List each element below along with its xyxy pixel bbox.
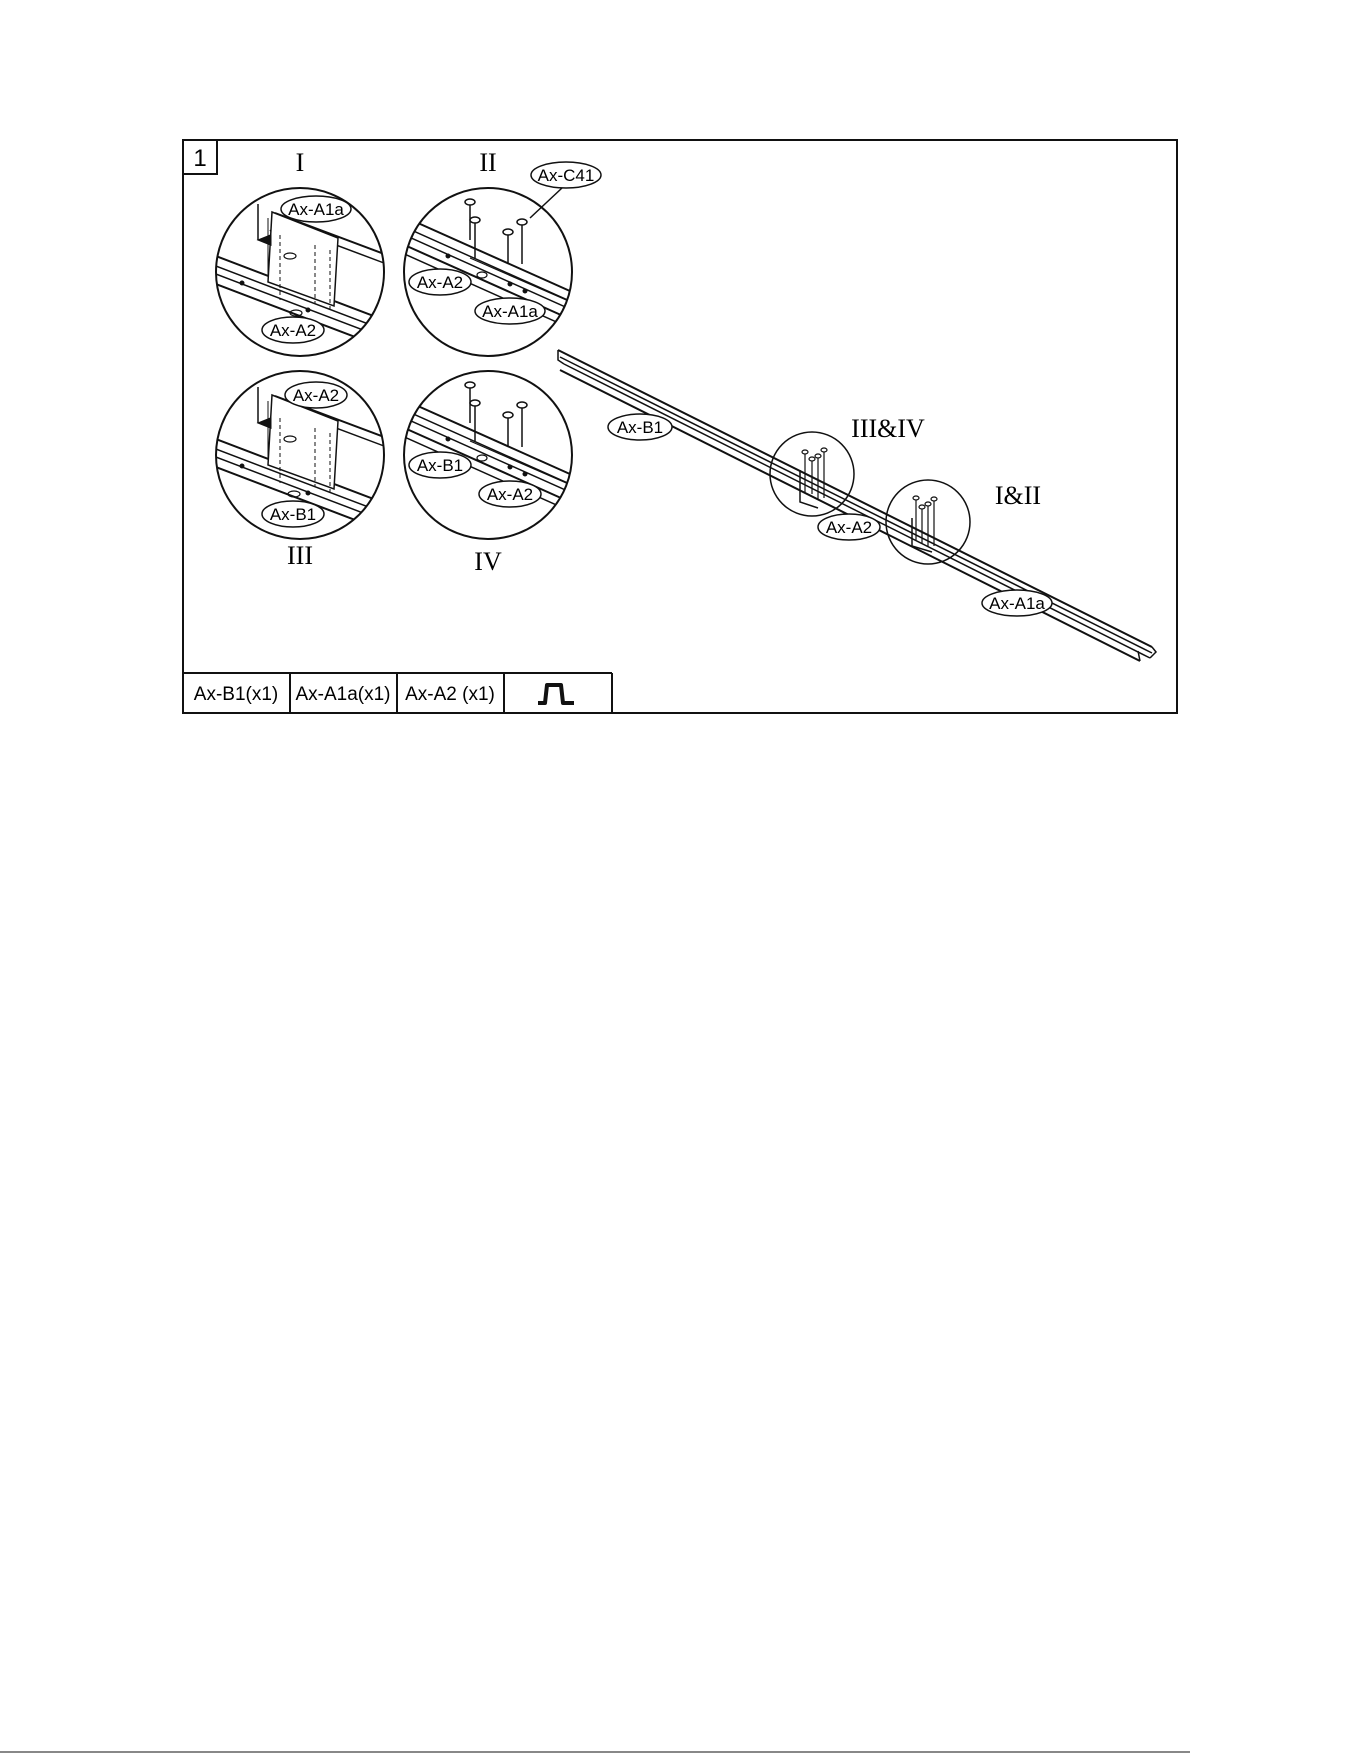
part-label: Ax-A1a <box>982 590 1052 616</box>
part-label: Ax-A2 <box>479 481 541 507</box>
view-label-1: I <box>296 148 305 177</box>
parts-cell-a2: Ax-A2 (x1) <box>405 684 495 705</box>
step-number-box: 1 <box>183 140 217 174</box>
svg-text:Ax-B1: Ax-B1 <box>417 456 463 475</box>
svg-text:Ax-A2: Ax-A2 <box>270 321 316 340</box>
joint-detail-1-2 <box>886 480 970 564</box>
svg-text:Ax-B1: Ax-B1 <box>617 418 663 437</box>
svg-text:Ax-A2: Ax-A2 <box>293 386 339 405</box>
parts-cell-b1: Ax-B1(x1) <box>194 684 278 705</box>
svg-text:Ax-A2: Ax-A2 <box>417 273 463 292</box>
svg-text:Ax-C41: Ax-C41 <box>538 166 595 185</box>
part-label: Ax-B1 <box>262 501 324 527</box>
view-label-2: II <box>479 148 496 177</box>
parts-table: Ax-B1(x1) Ax-A1a(x1) Ax-A2 (x1) <box>183 673 612 713</box>
view-label-1-2: I&II <box>995 481 1041 510</box>
parts-cell-a1a: Ax-A1a(x1) <box>295 684 390 705</box>
view-label-4: IV <box>474 547 502 576</box>
rail-assembly <box>558 350 1156 661</box>
part-label: Ax-A2 <box>818 514 880 540</box>
svg-text:Ax-B1: Ax-B1 <box>270 505 316 524</box>
svg-text:Ax-A2: Ax-A2 <box>826 518 872 537</box>
part-label: Ax-B1 <box>608 414 672 440</box>
part-label: Ax-A2 <box>285 382 347 408</box>
svg-text:Ax-A1a: Ax-A1a <box>288 200 344 219</box>
part-label: Ax-C41 <box>531 162 601 188</box>
part-label: Ax-B1 <box>409 452 471 478</box>
part-label: Ax-A2 <box>409 269 471 295</box>
stepped-profile-icon <box>538 685 574 703</box>
svg-text:Ax-A1a: Ax-A1a <box>989 594 1045 613</box>
svg-text:Ax-A1a: Ax-A1a <box>482 302 538 321</box>
part-label: Ax-A1a <box>281 196 351 222</box>
part-label: Ax-A2 <box>262 317 324 343</box>
view-label-3-4: III&IV <box>851 414 925 443</box>
view-label-3: III <box>287 541 313 570</box>
step-number: 1 <box>193 145 206 172</box>
svg-text:Ax-A2: Ax-A2 <box>487 485 533 504</box>
part-label: Ax-A1a <box>475 298 545 324</box>
